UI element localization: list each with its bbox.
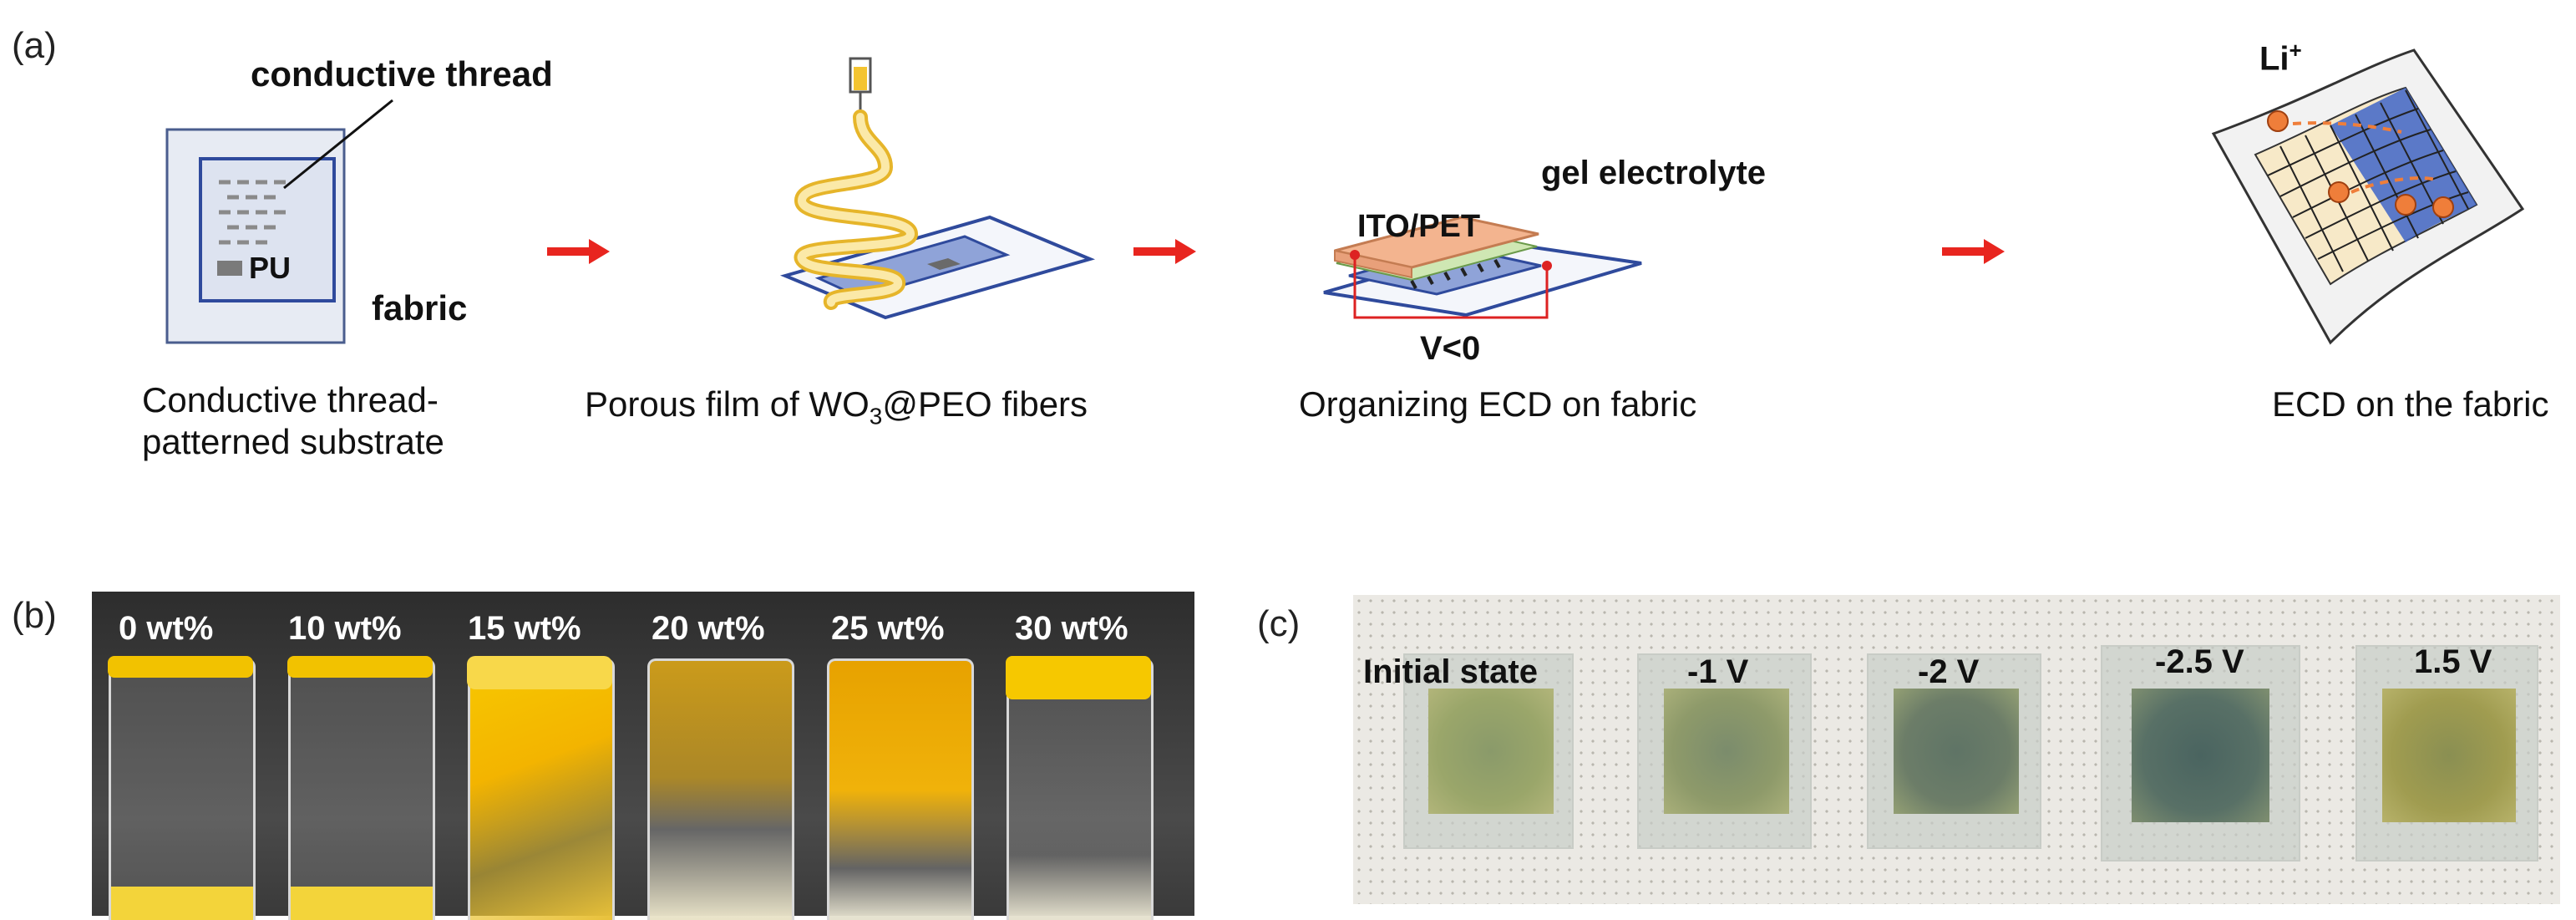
device-initial: [1403, 653, 1574, 849]
fabric-ecd-illustration: [2211, 48, 2525, 345]
wt-label-10: 10 wt%: [288, 610, 402, 647]
step3-caption: Organizing ECD on fabric: [1299, 384, 1697, 424]
ecd-photo: Initial state -1 V -2 V -2.5 V 1.5 V: [1353, 595, 2560, 904]
state-label-minus2v: -2 V: [1918, 653, 1980, 690]
li-ion-base: Li: [2259, 40, 2289, 78]
wt-label-25: 25 wt%: [831, 610, 945, 647]
vial-15: [467, 656, 615, 920]
state-label-plus1-5v: 1.5 V: [2414, 643, 2492, 680]
fabric-substrate-illustration: [165, 99, 393, 344]
step1-caption-line2: patterned substrate: [142, 422, 444, 461]
step4-caption: ECD on the fabric: [2272, 384, 2549, 424]
electrospinning-illustration: [779, 57, 1096, 320]
panel-a-label: (a): [12, 25, 57, 66]
fabric-label: fabric: [372, 288, 468, 328]
ecd-assembly-illustration: [1323, 216, 1642, 319]
voltage-label: V<0: [1420, 330, 1481, 367]
device-minus1v: [1637, 653, 1812, 849]
device-minus2-5v: [2101, 645, 2300, 862]
device-plus1-5v: [2355, 645, 2538, 862]
li-ion-sup: +: [2289, 38, 2302, 63]
step2-caption-sub: 3: [869, 403, 883, 430]
wt-label-20: 20 wt%: [652, 610, 765, 647]
vial-10: [287, 656, 435, 920]
vial-30: [1006, 656, 1154, 920]
li-ion-label: Li+: [2259, 38, 2302, 78]
vial-0: [108, 656, 256, 920]
step2-caption-suffix: @PEO fibers: [882, 384, 1088, 424]
state-label-initial: Initial state: [1363, 653, 1538, 690]
wt-label-30: 30 wt%: [1015, 610, 1128, 647]
state-label-minus1v: -1 V: [1687, 653, 1749, 690]
step1-caption-line1: Conductive thread-: [142, 380, 439, 419]
vial-25: [827, 658, 974, 920]
vial-20: [647, 658, 794, 920]
panel-b-label: (b): [12, 595, 57, 636]
vial-photo: 0 wt% 10 wt% 15 wt% 20 wt% 25 wt% 30 wt%: [92, 592, 1194, 920]
pu-label: PU: [249, 251, 292, 285]
state-label-minus2-5v: -2.5 V: [2155, 643, 2244, 680]
ito-pet-label: ITO/PET: [1357, 209, 1481, 244]
panel-c-label: (c): [1257, 603, 1301, 644]
wt-label-15: 15 wt%: [468, 610, 581, 647]
step2-caption: Porous film of WO3@PEO fibers: [585, 384, 1088, 430]
step2-caption-prefix: Porous film of WO: [585, 384, 870, 424]
wt-label-0: 0 wt%: [119, 610, 214, 647]
gel-electrolyte-label: gel electrolyte: [1541, 155, 1767, 191]
conductive-thread-callout: conductive thread: [251, 54, 553, 94]
device-minus2v: [1867, 653, 2041, 849]
process-arrows: [547, 239, 2005, 264]
